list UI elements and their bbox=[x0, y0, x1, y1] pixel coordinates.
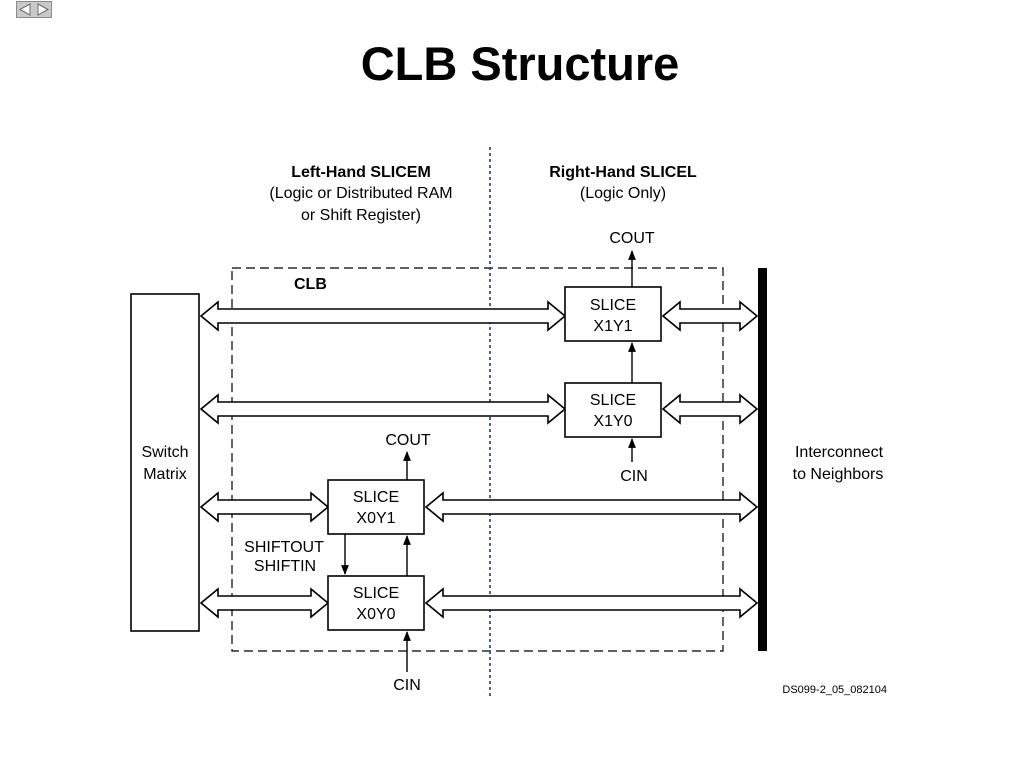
bus-x0y0-right bbox=[424, 587, 759, 619]
slice-x1y1-box bbox=[564, 286, 662, 342]
switch-matrix-box bbox=[130, 293, 200, 632]
slice-x1y0-box bbox=[564, 382, 662, 438]
switch-matrix-label-1: Switch bbox=[141, 444, 188, 461]
bus-x1y1-left bbox=[199, 300, 567, 332]
slice-x0y0-box bbox=[327, 575, 425, 631]
interconnect-bar bbox=[758, 268, 767, 651]
cout-mid-label: COUT bbox=[385, 432, 431, 449]
interconnect-label-2: to Neighbors bbox=[793, 466, 884, 483]
bus-x1y0-left bbox=[199, 393, 567, 425]
slide-title: CLB Structure bbox=[360, 37, 680, 90]
slice-x0y0-label-2: X0Y0 bbox=[356, 606, 395, 623]
slice-x0y1-label-2: X0Y1 bbox=[356, 510, 395, 527]
slice-x1y0-label-1: SLICE bbox=[590, 392, 636, 409]
shiftin-label: SHIFTIN bbox=[254, 558, 316, 575]
slice-x0y0-label-1: SLICE bbox=[353, 585, 399, 602]
slice-x0y1-box bbox=[327, 479, 425, 535]
cin-bottom-label: CIN bbox=[393, 677, 421, 694]
bus-arrows bbox=[199, 300, 759, 619]
left-half-subtitle-2: or Shift Register) bbox=[301, 207, 421, 224]
cin-mid-label: CIN bbox=[620, 468, 648, 485]
slice-x1y0-label-2: X1Y0 bbox=[593, 413, 632, 430]
nav-arrows-icon[interactable] bbox=[16, 1, 52, 18]
bus-x0y1-right bbox=[424, 491, 759, 523]
left-half-heading: Left-Hand SLICEM bbox=[291, 164, 431, 181]
bus-x1y0-right bbox=[661, 393, 759, 425]
slice-x1y1-label-1: SLICE bbox=[590, 297, 636, 314]
slice-x0y1-label-1: SLICE bbox=[353, 489, 399, 506]
right-half-heading: Right-Hand SLICEL bbox=[549, 164, 697, 181]
clb-boundary bbox=[231, 267, 724, 652]
shiftout-label: SHIFTOUT bbox=[244, 539, 324, 556]
cout-top-label: COUT bbox=[609, 230, 655, 247]
right-half-subtitle-1: (Logic Only) bbox=[580, 185, 666, 202]
slice-x1y1-label-2: X1Y1 bbox=[593, 318, 632, 335]
bus-x1y1-right bbox=[661, 300, 759, 332]
left-half-subtitle-1: (Logic or Distributed RAM bbox=[269, 185, 452, 202]
switch-matrix-label-2: Matrix bbox=[143, 466, 187, 483]
figure-id-label: DS099-2_05_082104 bbox=[782, 684, 887, 696]
interconnect-label-1: Interconnect bbox=[795, 444, 884, 461]
bus-x0y0-left bbox=[199, 587, 330, 619]
bus-x0y1-left bbox=[199, 491, 330, 523]
clb-label: CLB bbox=[294, 276, 327, 293]
